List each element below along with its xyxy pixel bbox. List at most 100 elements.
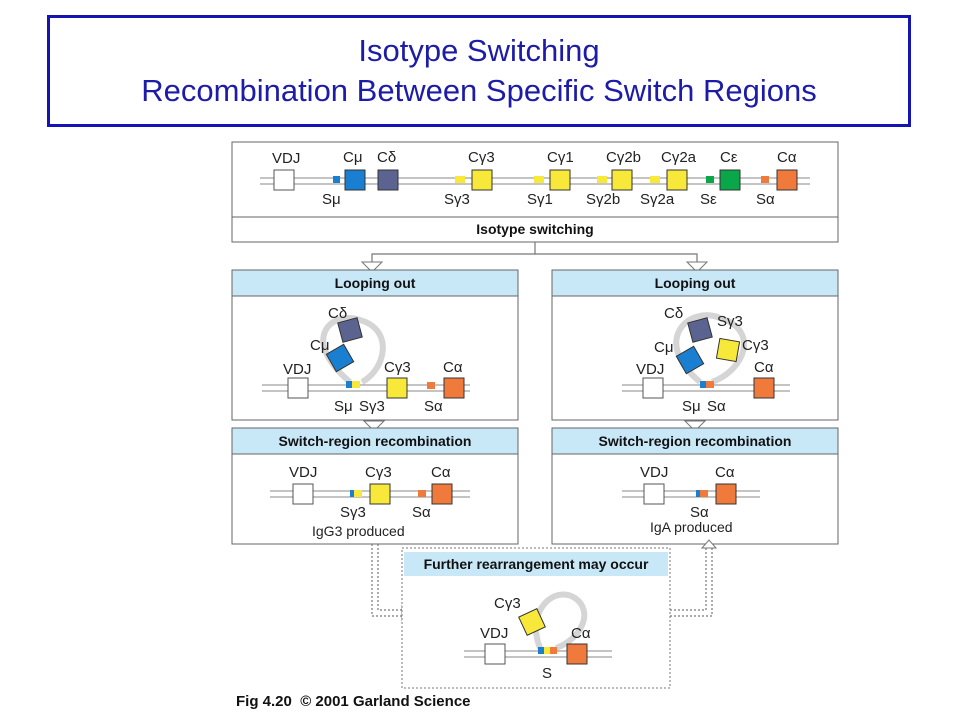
left-loop-vdj bbox=[287, 377, 309, 399]
germline-c-g1-label: Cγ1 bbox=[547, 149, 574, 166]
bottom-panel: Further rearrangement may occur VDJ Cγ3 … bbox=[401, 547, 671, 689]
right-down-arrow bbox=[683, 420, 707, 432]
right-recomb-s-alpha bbox=[700, 490, 708, 497]
germline-c-mu-label: Cμ bbox=[343, 149, 362, 166]
title-box: Isotype Switching Recombination Between … bbox=[47, 15, 911, 127]
left-recomb-c-g3 bbox=[369, 483, 391, 505]
dotted-connector-left-inner bbox=[377, 544, 402, 611]
left-looping-header: Looping out bbox=[335, 275, 416, 291]
left-loop-c-g3-label: Cγ3 bbox=[384, 359, 411, 376]
left-recomb-c-alpha-label: Cα bbox=[431, 464, 451, 481]
germline-c-delta-segment bbox=[377, 169, 399, 191]
branch-arrowhead-right bbox=[685, 261, 709, 273]
right-loop-s-g3-label: Sγ3 bbox=[717, 313, 743, 330]
left-loop-c-delta bbox=[337, 317, 363, 343]
left-recomb-header: Switch-region recombination bbox=[279, 433, 472, 449]
left-produced-label: IgG3 produced bbox=[312, 523, 405, 539]
dotted-connector-right-inner bbox=[670, 548, 707, 611]
bottom-s-g3 bbox=[544, 647, 550, 654]
right-loop-s-alpha-label: Sα bbox=[707, 398, 726, 415]
right-loop-c-alpha bbox=[753, 377, 775, 399]
right-loop-c-delta bbox=[687, 317, 713, 343]
left-recomb-s-g3 bbox=[354, 490, 362, 497]
right-recomb-header: Switch-region recombination bbox=[599, 433, 792, 449]
left-recomb-s-alpha bbox=[418, 490, 426, 497]
left-recomb-s-alpha-label: Sα bbox=[412, 504, 431, 521]
right-loop-vdj-label: VDJ bbox=[636, 361, 664, 378]
germline-s-alpha-segment bbox=[761, 176, 769, 183]
isotype-switching-label: Isotype switching bbox=[476, 221, 593, 237]
right-recomb-c-alpha bbox=[715, 483, 737, 505]
left-looping-panel: Looping out VDJ Cδ Cμ Cγ3 Cα Sμ Sγ3 Sα bbox=[231, 269, 519, 421]
right-loop-c-delta-label: Cδ bbox=[664, 305, 683, 322]
bottom-s-label: S bbox=[542, 665, 552, 682]
right-produced-label: IgA produced bbox=[650, 519, 733, 535]
right-loop-c-alpha-label: Cα bbox=[754, 359, 774, 376]
germline-s-mu-segment bbox=[333, 176, 340, 183]
left-loop-c-g3 bbox=[386, 377, 408, 399]
right-loop-c-mu bbox=[675, 345, 705, 375]
right-looping-header: Looping out bbox=[655, 275, 736, 291]
germline-c-eps-label: Cε bbox=[720, 149, 738, 166]
left-recomb-vdj-label: VDJ bbox=[289, 464, 317, 481]
right-looping-header-bg bbox=[551, 269, 839, 297]
germline-c-g2a-label: Cγ2a bbox=[661, 149, 697, 166]
bottom-header-bg bbox=[404, 552, 668, 576]
right-loop-s-mu bbox=[700, 381, 706, 388]
bottom-c-g3 bbox=[518, 608, 546, 636]
germline-c-g3-segment bbox=[471, 169, 493, 191]
right-loop-arc bbox=[673, 312, 747, 385]
right-recomb-vdj-label: VDJ bbox=[640, 464, 668, 481]
left-loop-s-g3 bbox=[352, 381, 360, 388]
right-recomb-s-alpha-label: Sα bbox=[690, 504, 709, 521]
germline-s-g3-segment bbox=[455, 176, 465, 183]
germline-vdj-label: VDJ bbox=[272, 150, 300, 167]
bottom-c-alpha bbox=[566, 643, 588, 665]
right-recomb-vdj bbox=[643, 483, 665, 505]
right-loop-c-g3-label: Cγ3 bbox=[742, 337, 769, 354]
left-recomb-header-bg bbox=[231, 427, 519, 455]
left-loop-c-alpha-label: Cα bbox=[443, 359, 463, 376]
dotted-connector-left bbox=[371, 544, 402, 617]
bottom-c-alpha-label: Cα bbox=[571, 625, 591, 642]
left-recomb-panel: Switch-region recombination VDJ Cγ3 Cα S… bbox=[231, 427, 519, 545]
title-line-1: Isotype Switching bbox=[358, 33, 600, 68]
bottom-c-g3-label: Cγ3 bbox=[494, 595, 521, 612]
branch-arrowhead-left bbox=[360, 261, 384, 273]
left-loop-c-mu-label: Cμ bbox=[310, 337, 329, 354]
dotted-arrowhead-right bbox=[700, 539, 718, 549]
germline-c-alpha-label: Cα bbox=[777, 149, 797, 166]
left-loop-vdj-label: VDJ bbox=[283, 361, 311, 378]
germline-c-delta-label: Cδ bbox=[377, 149, 396, 166]
left-down-arrow bbox=[362, 420, 386, 432]
title-line-2: Recombination Between Specific Switch Re… bbox=[141, 73, 817, 108]
branch-arrows bbox=[360, 242, 709, 273]
right-loop-c-g3 bbox=[715, 337, 741, 363]
branch-arrow-left bbox=[371, 242, 536, 266]
germline-s-mu-label: Sμ bbox=[322, 191, 341, 208]
germline-panel: VDJ Cμ Cδ Cγ3 Cγ1 Cγ2b Cγ2a Cε Cα Sμ Sγ3… bbox=[231, 141, 839, 243]
germline-s-g1-label: Sγ1 bbox=[527, 191, 553, 208]
left-loop-c-delta-label: Cδ bbox=[328, 305, 347, 322]
germline-panel-border bbox=[231, 141, 839, 243]
dotted-connector-right bbox=[670, 548, 713, 617]
left-recomb-vdj bbox=[292, 483, 314, 505]
germline-c-alpha-segment bbox=[776, 169, 798, 191]
germline-c-mu-segment bbox=[344, 169, 366, 191]
germline-vdj-segment bbox=[273, 169, 295, 191]
left-recomb-c-g3-label: Cγ3 bbox=[365, 464, 392, 481]
germline-s-alpha-label: Sα bbox=[756, 191, 775, 208]
left-recomb-c-alpha bbox=[431, 483, 453, 505]
right-recomb-panel: Switch-region recombination VDJ Cα Sα Ig… bbox=[551, 427, 839, 545]
germline-c-g3-label: Cγ3 bbox=[468, 149, 495, 166]
germline-s-g2b-segment bbox=[597, 176, 607, 183]
left-recomb-s-g3-label: Sγ3 bbox=[340, 504, 366, 521]
left-looping-header-bg bbox=[231, 269, 519, 297]
germline-c-g2b-label: Cγ2b bbox=[606, 149, 641, 166]
left-loop-c-mu bbox=[325, 343, 355, 373]
left-loop-s-g3-label: Sγ3 bbox=[359, 398, 385, 415]
right-loop-s-alpha bbox=[706, 381, 714, 388]
left-loop-s-mu bbox=[346, 381, 352, 388]
right-looping-panel: Looping out VDJ Cδ Cμ Sγ3 Cγ3 Cα Sμ Sα bbox=[551, 269, 839, 421]
